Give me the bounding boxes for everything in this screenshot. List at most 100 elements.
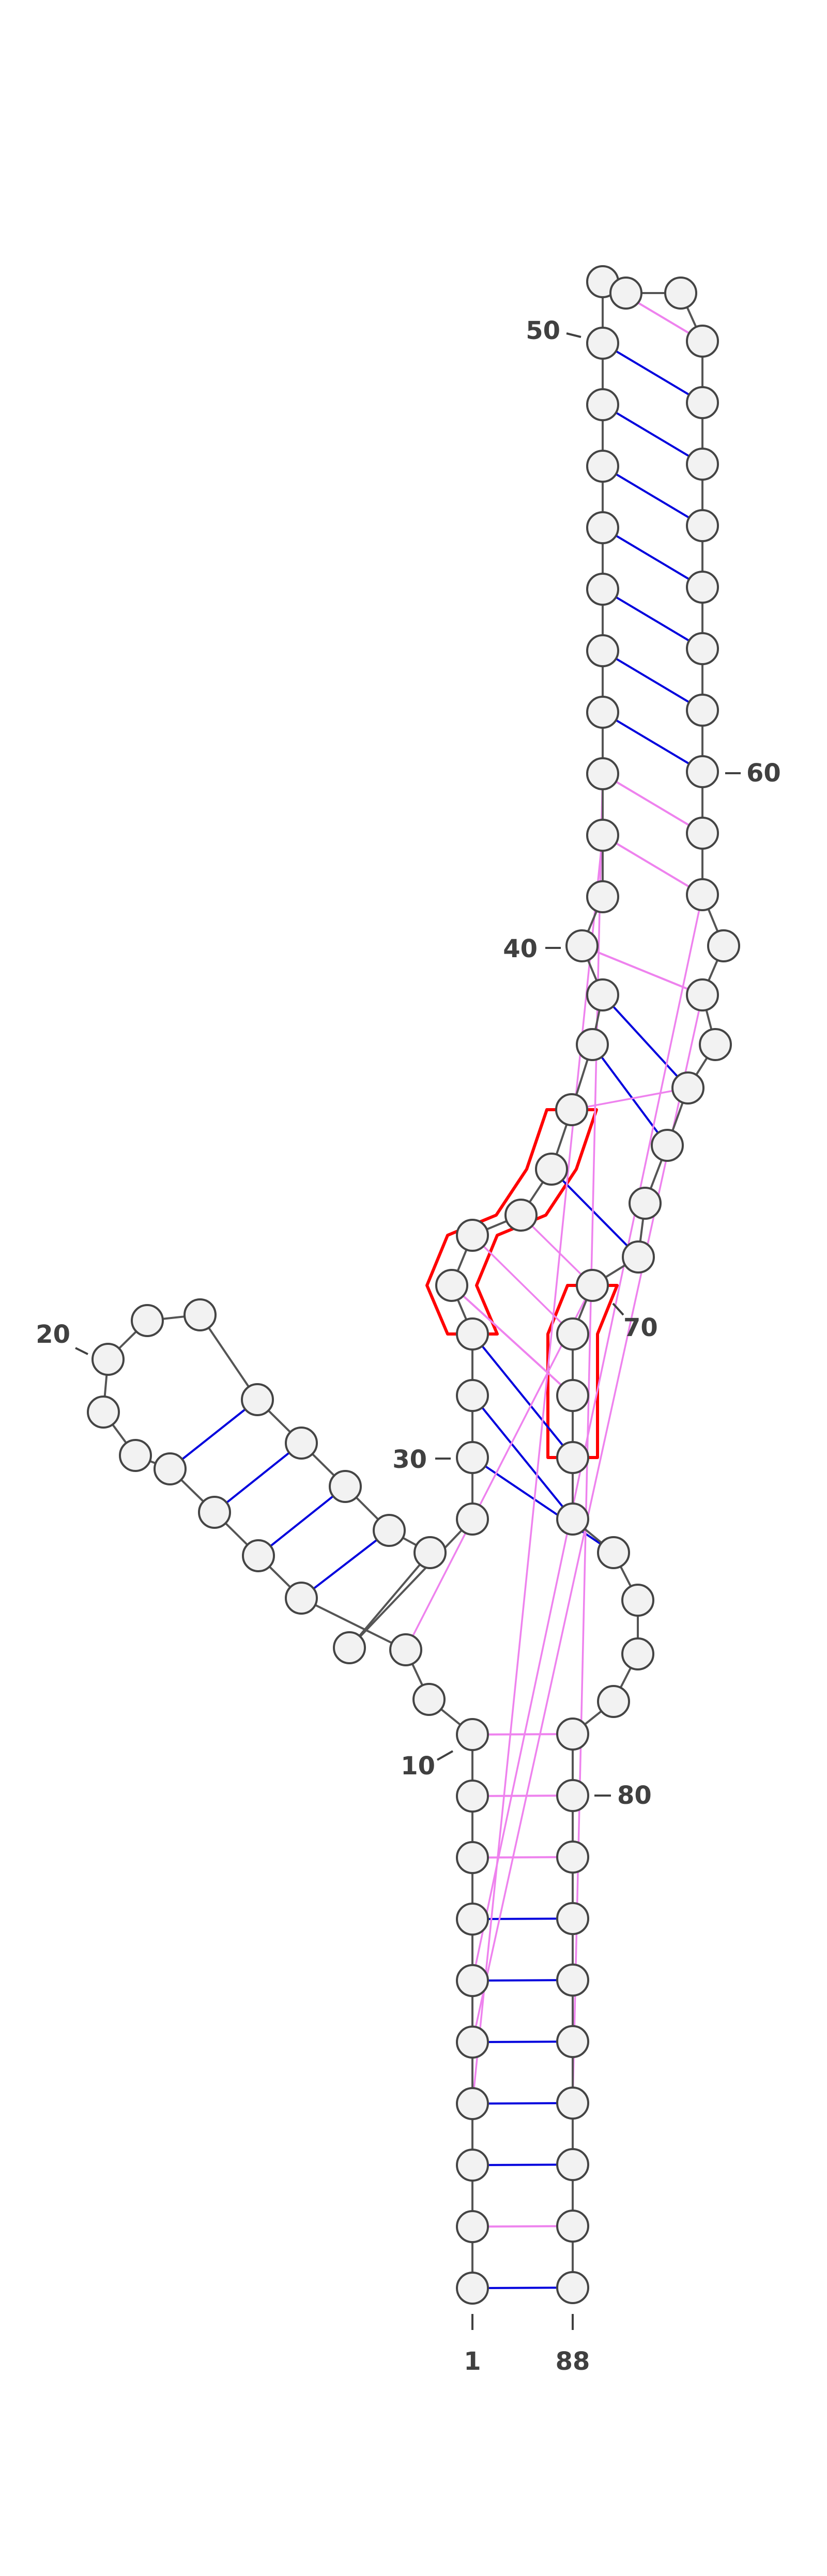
base-pair-line bbox=[471, 1333, 574, 1459]
nucleotide-25 bbox=[373, 1514, 406, 1547]
nucleotide-54 bbox=[686, 386, 719, 419]
nucleotide-3 bbox=[456, 2149, 489, 2182]
nucleotide-5 bbox=[456, 2026, 489, 2059]
nucleotide-84 bbox=[556, 2025, 589, 2058]
nucleotide-60 bbox=[686, 755, 719, 788]
number-label: 50 bbox=[526, 316, 560, 345]
base-pair-line bbox=[602, 465, 703, 527]
tertiary-interaction-line bbox=[471, 1234, 574, 1335]
base-pair-line bbox=[602, 342, 703, 404]
number-label: 60 bbox=[746, 759, 781, 788]
nucleotide-41 bbox=[586, 819, 619, 852]
base-pair-line bbox=[591, 1044, 668, 1146]
base-pair-line bbox=[471, 1394, 574, 1520]
base-pair-line bbox=[472, 1979, 573, 1982]
nucleotide-24 bbox=[329, 1470, 362, 1503]
tertiary-interaction-line bbox=[405, 1285, 593, 1650]
nucleotide-48 bbox=[586, 388, 619, 421]
nucleotide-59 bbox=[686, 694, 719, 727]
nucleotide-43 bbox=[586, 696, 619, 729]
number-label: 10 bbox=[401, 1752, 435, 1781]
number-label: 88 bbox=[556, 2347, 590, 2376]
nucleotide-35 bbox=[535, 1153, 568, 1186]
nucleotide-39 bbox=[565, 929, 599, 962]
nucleotide-86 bbox=[556, 2148, 589, 2181]
number-label: 1 bbox=[464, 2347, 481, 2376]
nucleotide-16 bbox=[154, 1452, 187, 1485]
nucleotide-33 bbox=[456, 1219, 489, 1252]
nucleotide-52 bbox=[664, 277, 697, 310]
nucleotide-78 bbox=[597, 1685, 630, 1718]
base-pair-line bbox=[602, 773, 703, 834]
nucleotide-27 bbox=[333, 1631, 366, 1664]
nucleotide-47 bbox=[586, 450, 619, 483]
number-label: 30 bbox=[392, 1445, 427, 1474]
nucleotide-31 bbox=[456, 1317, 489, 1351]
nucleotide-8 bbox=[456, 1841, 489, 1874]
nucleotide-19 bbox=[91, 1343, 125, 1376]
base-pair-line bbox=[602, 527, 703, 588]
nucleotide-22 bbox=[241, 1383, 274, 1416]
base-pair-line bbox=[300, 1529, 390, 1599]
nucleotide-10 bbox=[456, 1718, 489, 1751]
nucleotide-72 bbox=[556, 1379, 589, 1412]
backbone-layer bbox=[102, 281, 725, 2288]
nucleotide-64 bbox=[686, 978, 719, 1011]
base-pair-line bbox=[602, 711, 703, 773]
nucleotide-58 bbox=[686, 632, 719, 665]
base-pair-line bbox=[471, 1456, 615, 1554]
nucleotide-85 bbox=[556, 2087, 589, 2120]
nucleotide-42 bbox=[586, 757, 619, 790]
nucleotide-71 bbox=[556, 1317, 589, 1351]
nucleotide-81 bbox=[556, 1841, 589, 1874]
nucleotide-28 bbox=[456, 1502, 489, 1536]
highlight-layer bbox=[425, 1108, 619, 1459]
nucleotide-6 bbox=[456, 1964, 489, 1997]
base-pair-line bbox=[602, 588, 703, 650]
nucleotide-36 bbox=[555, 1093, 588, 1126]
base-pair-line bbox=[472, 2102, 573, 2105]
nucleotide-65 bbox=[699, 1028, 732, 1061]
nucleotide-46 bbox=[586, 511, 619, 544]
base-pair-line bbox=[213, 1442, 302, 1513]
nucleotide-66 bbox=[671, 1071, 705, 1105]
nucleotide-55 bbox=[686, 448, 719, 481]
tertiary-interaction-line bbox=[571, 1087, 688, 1111]
nucleotide-30 bbox=[456, 1379, 489, 1412]
backbone-segment bbox=[348, 1552, 431, 1649]
base-pair-layer bbox=[169, 281, 703, 2289]
nucleotide-83 bbox=[556, 1964, 589, 1997]
tertiary-interaction-line bbox=[520, 1214, 593, 1286]
backbone-segment bbox=[348, 1518, 473, 1649]
backbone-segment bbox=[301, 1597, 406, 1651]
base-pair-line bbox=[169, 1399, 258, 1470]
highlight-outline bbox=[425, 1108, 598, 1336]
number-label: 70 bbox=[623, 1313, 658, 1342]
nucleotide-82 bbox=[556, 1902, 589, 1935]
nucleotide-45 bbox=[586, 573, 619, 606]
nucleotide-14 bbox=[242, 1539, 275, 1572]
nucleotide-49 bbox=[586, 327, 619, 360]
nucleotide-18 bbox=[87, 1396, 120, 1429]
nucleotide-11 bbox=[412, 1683, 446, 1716]
nucleotide-70 bbox=[576, 1269, 609, 1302]
nucleotide-32 bbox=[435, 1269, 468, 1302]
nucleotide-23 bbox=[285, 1427, 318, 1460]
nucleotide-69 bbox=[622, 1240, 655, 1274]
nucleotide-80 bbox=[556, 1779, 589, 1812]
base-pair-line bbox=[472, 1856, 573, 1859]
nucleotide-87 bbox=[556, 2210, 589, 2243]
nucleotide-17 bbox=[119, 1439, 152, 1472]
base-pair-line bbox=[451, 1284, 574, 1397]
number-label: 40 bbox=[503, 934, 538, 963]
nucleotide-44 bbox=[586, 634, 619, 667]
nucleotide-68 bbox=[629, 1187, 662, 1220]
nucleotide-73 bbox=[556, 1441, 589, 1474]
base-pair-line bbox=[602, 834, 703, 896]
nucleotide-40 bbox=[586, 880, 619, 913]
number-label: 80 bbox=[617, 1781, 652, 1810]
base-pair-line bbox=[257, 1485, 346, 1557]
nucleotide-13 bbox=[285, 1582, 318, 1615]
nucleotide-21 bbox=[183, 1298, 217, 1331]
